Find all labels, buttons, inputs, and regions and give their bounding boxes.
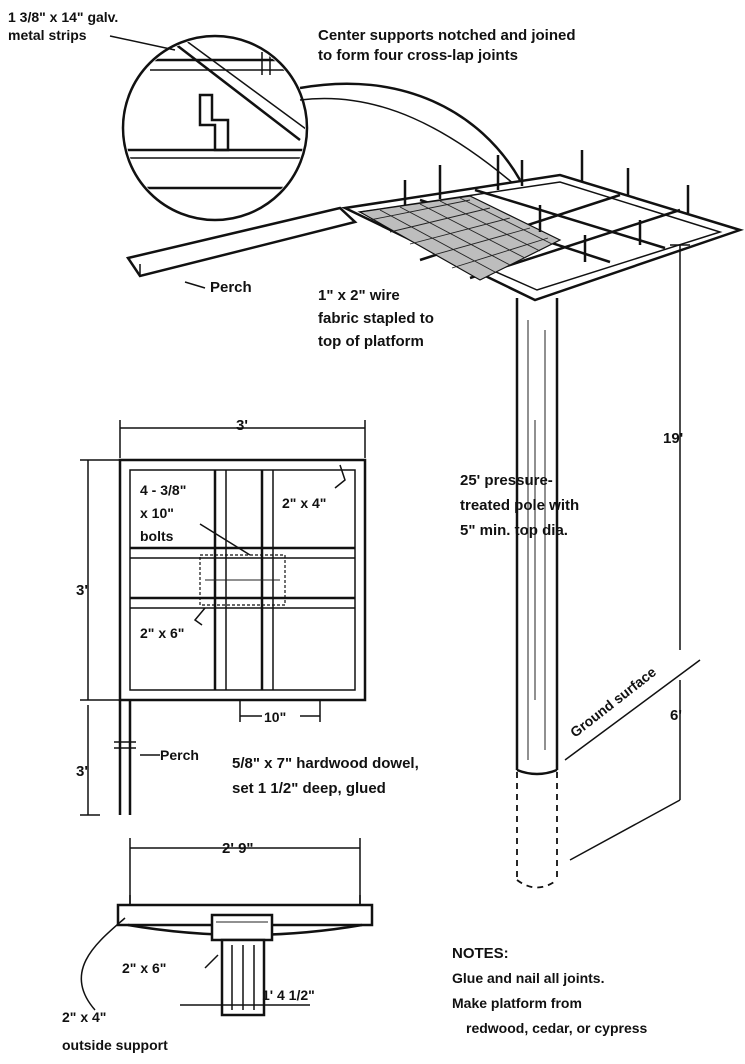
wire-mesh [358, 195, 562, 281]
platform-plan-view [80, 420, 367, 816]
offset-10-label: 10" [264, 709, 286, 725]
pole [515, 298, 559, 889]
height-dimension [569, 244, 690, 861]
wire-fabric-label-1: 1" x 2" wire [318, 287, 400, 304]
wire-fabric-label-3: top of platform [318, 333, 424, 350]
ground-surface-label: Ground surface [567, 663, 659, 740]
center-supports-label-1: Center supports notched and joined [318, 27, 576, 44]
lumber-2x6-label: 2" x 6" [140, 625, 184, 641]
notes-heading: NOTES: [452, 945, 509, 962]
pole-label-2: treated pole with [460, 497, 579, 514]
perch-arm [125, 206, 358, 278]
perch-extension-label: 3' [76, 763, 88, 780]
bolts-label-3: bolts [140, 528, 174, 544]
pole-label-1: 25' pressure- [460, 472, 553, 489]
dowel-label-1: 5/8" x 7" hardwood dowel, [232, 755, 419, 772]
platform-width-label: 3' [236, 417, 248, 434]
galv-strips-label-2: metal strips [8, 27, 87, 43]
perch-plan-label: Perch [160, 747, 199, 763]
notes-line-2: Make platform from [452, 995, 582, 1011]
detail-magnifier [121, 34, 522, 222]
pole-height-label: 19' [663, 430, 683, 447]
perch-top-label: Perch [210, 279, 252, 296]
notes-line-3: redwood, cedar, or cypress [466, 1020, 648, 1036]
bolts-label-2: x 10" [140, 505, 174, 521]
burial-depth-label: 6' [670, 707, 682, 724]
ground-surface-line [564, 659, 701, 761]
platform-section-view [80, 838, 374, 1017]
section-2x6-label: 2" x 6" [122, 960, 166, 976]
section-offset-label: 1' 4 1/2" [262, 987, 315, 1003]
platform-depth-label: 3' [76, 582, 88, 599]
notes-line-1: Glue and nail all joints. [452, 970, 604, 986]
center-supports-label-2: to form four cross-lap joints [318, 47, 518, 64]
outside-support-label-2: outside support [62, 1037, 168, 1053]
galv-strips-label-1: 1 3/8" x 14" galv. [8, 9, 118, 25]
lumber-2x4-label: 2" x 4" [282, 495, 326, 511]
dowel-label-2: set 1 1/2" deep, glued [232, 780, 386, 797]
pole-label-3: 5" min. top dia. [460, 522, 568, 539]
outside-support-label-1: 2" x 4" [62, 1009, 106, 1025]
wire-fabric-label-2: fabric stapled to [318, 310, 434, 327]
platform-perspective [125, 150, 745, 302]
section-width-label: 2' 9" [222, 840, 254, 857]
bolts-label-1: 4 - 3/8" [140, 482, 186, 498]
dowels [403, 150, 690, 262]
